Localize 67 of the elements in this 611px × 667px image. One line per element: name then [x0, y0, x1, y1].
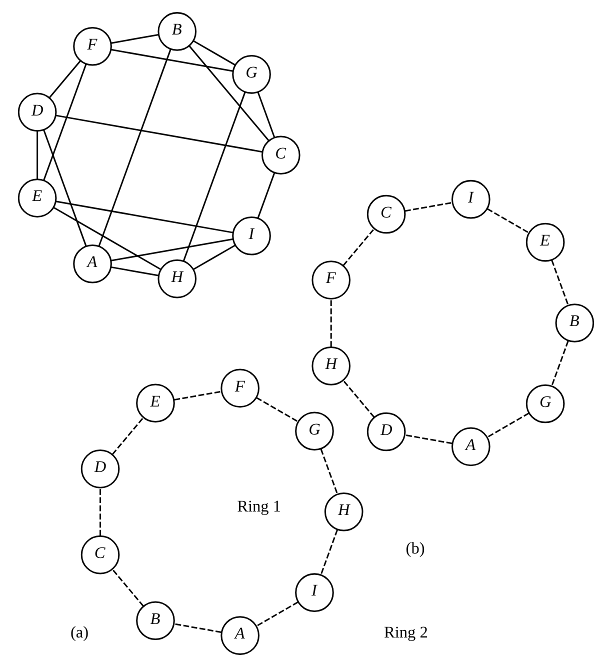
node-circle: E — [525, 222, 564, 262]
connector — [110, 266, 158, 276]
connector — [110, 238, 233, 262]
connector — [320, 530, 338, 575]
connector — [110, 48, 233, 72]
connector — [256, 92, 275, 138]
node-circle: A — [220, 616, 259, 655]
node-circle: H — [311, 346, 350, 386]
node-circle: E — [17, 178, 56, 218]
node-circle: F — [220, 368, 259, 408]
connector — [192, 40, 235, 66]
node-circle: H — [157, 259, 196, 298]
node-circle: I — [232, 216, 270, 256]
connector — [256, 601, 298, 627]
connector — [256, 172, 275, 218]
connector — [342, 380, 374, 418]
connector — [42, 64, 86, 181]
node-circle: D — [366, 412, 406, 452]
node-circle: F — [311, 260, 350, 300]
connector — [174, 390, 221, 401]
label: (b) — [405, 538, 424, 558]
connector — [342, 228, 374, 266]
connector — [486, 412, 529, 438]
connector — [192, 244, 235, 270]
node-circle: I — [451, 180, 490, 219]
connector — [404, 202, 452, 212]
node-circle: C — [366, 194, 406, 234]
node-circle: H — [324, 492, 363, 532]
connector — [256, 397, 298, 422]
node-circle: D — [17, 92, 56, 132]
connector — [550, 340, 568, 386]
connector — [182, 92, 246, 262]
label: Ring 1 — [236, 496, 281, 516]
node-circle: E — [136, 384, 174, 423]
connector — [111, 568, 144, 606]
connector — [99, 488, 101, 536]
connector — [36, 131, 38, 180]
connector — [550, 260, 568, 306]
connector — [110, 34, 158, 44]
label: Ring 2 — [383, 622, 428, 642]
node-circle: B — [157, 12, 196, 51]
node-circle: B — [554, 304, 594, 342]
node-circle: G — [232, 55, 270, 94]
connector — [404, 434, 452, 444]
connector — [486, 208, 529, 234]
connector — [42, 130, 86, 246]
connector — [55, 114, 262, 153]
connector — [53, 207, 160, 270]
node-circle: F — [72, 26, 112, 66]
connector — [98, 48, 171, 246]
connector — [174, 623, 221, 633]
node-circle: A — [72, 244, 112, 284]
connector — [320, 448, 338, 494]
node-circle: G — [294, 412, 334, 451]
connector — [330, 298, 332, 347]
label: (a) — [70, 622, 88, 642]
node-circle: A — [451, 427, 490, 466]
node-circle: D — [80, 450, 120, 488]
node-circle: C — [80, 535, 120, 574]
node-circle: B — [136, 601, 174, 640]
node-circle: G — [525, 384, 564, 424]
connector — [55, 200, 233, 234]
connector — [111, 417, 144, 455]
node-circle: I — [294, 573, 334, 612]
connector — [188, 46, 269, 141]
node-circle: C — [260, 136, 300, 175]
connector — [48, 60, 80, 98]
